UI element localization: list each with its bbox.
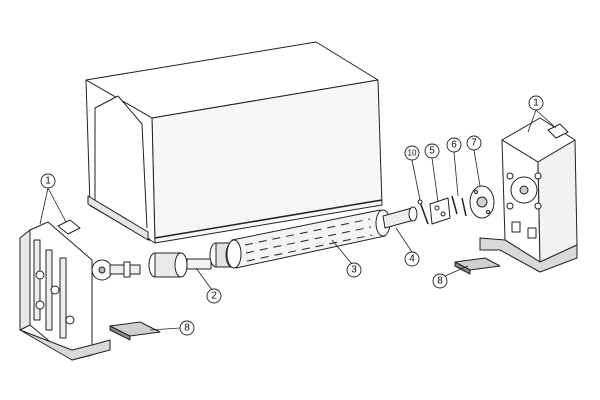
motor-flange-7 bbox=[469, 185, 495, 219]
leader-7 bbox=[473, 149, 481, 187]
plate-5-face bbox=[429, 197, 451, 225]
callout-2: 2 bbox=[211, 291, 217, 302]
left-hub-collar bbox=[123, 261, 131, 278]
callout-balloon-7 bbox=[466, 135, 482, 151]
leader-1-right-a bbox=[527, 109, 537, 133]
right-end-bracket bbox=[479, 117, 578, 273]
right-bracket-hub-center bbox=[519, 185, 529, 195]
left-bracket-foot bbox=[19, 329, 111, 361]
leader-3 bbox=[331, 239, 353, 265]
flange-7-center bbox=[476, 196, 488, 208]
leader-5 bbox=[431, 157, 439, 203]
plate-5-hole-1 bbox=[434, 205, 440, 211]
callout-5: 5 bbox=[429, 146, 435, 157]
roller-left-end bbox=[226, 239, 242, 269]
left-hub-center bbox=[98, 266, 106, 274]
right-bracket-hole-4 bbox=[534, 202, 542, 210]
callout-balloon-2 bbox=[206, 288, 222, 304]
right-bracket-slot-1 bbox=[511, 221, 521, 233]
leader-4 bbox=[395, 227, 413, 253]
right-bracket-foot bbox=[479, 237, 578, 273]
left-bracket-hole-3 bbox=[35, 300, 45, 310]
callout-8-left: 8 bbox=[184, 323, 190, 334]
left-bracket-hole-1 bbox=[35, 270, 45, 280]
roller-groove-1 bbox=[244, 218, 371, 246]
callout-3: 3 bbox=[351, 265, 357, 276]
screws-6 bbox=[451, 195, 467, 217]
left-bracket-hole-4 bbox=[65, 315, 75, 325]
pin-10 bbox=[419, 201, 429, 225]
pin-10-head bbox=[417, 199, 423, 205]
roller-groove-3 bbox=[246, 234, 373, 262]
pad-left-side bbox=[109, 325, 131, 341]
left-bracket-hole-2 bbox=[50, 285, 60, 295]
leader-8-right bbox=[444, 265, 469, 277]
leader-2 bbox=[195, 267, 213, 291]
right-bracket-slot-2 bbox=[527, 227, 537, 239]
leader-1-left-a bbox=[39, 187, 49, 225]
flange-7-bolt-2 bbox=[486, 210, 490, 214]
callout-7: 7 bbox=[471, 138, 477, 149]
bearing-bushing bbox=[148, 242, 239, 278]
hood-side-rail bbox=[154, 199, 383, 239]
right-bracket-hole-1 bbox=[506, 172, 514, 180]
leader-8-left bbox=[149, 327, 181, 331]
leader-1-left-b bbox=[47, 187, 67, 223]
drive-shaft bbox=[382, 206, 418, 229]
right-bracket-side bbox=[537, 139, 578, 263]
left-end-hub bbox=[91, 259, 141, 281]
foot-pad-right bbox=[454, 257, 501, 275]
foot-pad-left bbox=[109, 321, 161, 341]
callout-8-right: 8 bbox=[437, 276, 443, 287]
callout-1-left: 1 bbox=[45, 176, 51, 187]
callout-1-right: 1 bbox=[533, 98, 539, 109]
leader-10 bbox=[411, 159, 421, 201]
callout-6: 6 bbox=[451, 140, 457, 151]
left-bracket-rib-3 bbox=[59, 257, 67, 339]
callout-balloon-4 bbox=[404, 251, 420, 267]
leader-6 bbox=[453, 151, 459, 197]
flange-7-bolt-1 bbox=[474, 190, 478, 194]
screw-6a bbox=[451, 195, 458, 215]
hood-base-flange bbox=[87, 195, 149, 241]
screw-6b bbox=[461, 197, 467, 217]
callout-4: 4 bbox=[409, 254, 415, 265]
callout-balloon-6 bbox=[446, 137, 462, 153]
left-bracket-rib-1 bbox=[33, 239, 41, 321]
callout-balloon-8-left bbox=[179, 320, 195, 336]
callout-balloon-1-right bbox=[528, 95, 544, 111]
mounting-plate-5 bbox=[429, 197, 451, 225]
hood-cover bbox=[85, 41, 383, 244]
hood-end-opening bbox=[94, 95, 148, 229]
connecting-shaft bbox=[186, 258, 212, 270]
callout-balloon-3 bbox=[346, 262, 362, 278]
callout-balloon-5 bbox=[424, 143, 440, 159]
left-bracket-clip bbox=[57, 219, 81, 235]
right-bracket-hole-2 bbox=[534, 172, 542, 180]
right-bracket-hole-3 bbox=[506, 202, 514, 210]
left-end-bracket bbox=[19, 219, 111, 361]
callout-balloon-8-right bbox=[432, 273, 448, 289]
shaft-end-cap bbox=[408, 206, 418, 222]
bushing-right-end bbox=[174, 252, 188, 278]
callout-balloon-10 bbox=[404, 145, 420, 161]
plate-5-hole-2 bbox=[440, 211, 446, 217]
hardware-pin-10 bbox=[417, 199, 429, 225]
callout-10: 10 bbox=[408, 149, 417, 158]
left-bracket-front-plate bbox=[19, 229, 31, 331]
callout-balloon-1-left bbox=[40, 173, 56, 189]
right-bracket-clip bbox=[547, 123, 569, 139]
roller-groove-2 bbox=[245, 226, 372, 254]
leader-1-right-b bbox=[535, 109, 557, 129]
